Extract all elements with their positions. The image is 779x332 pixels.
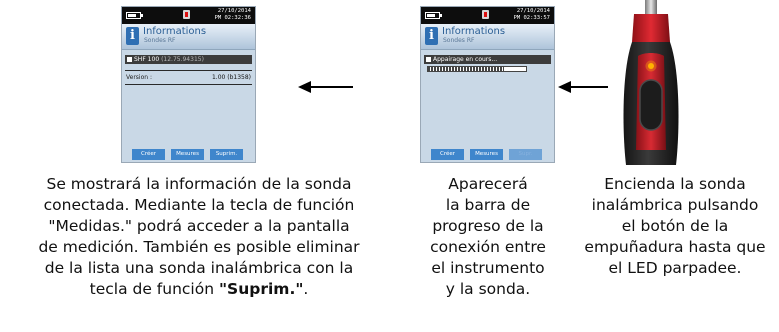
arrow-left-icon [298,81,353,93]
caption-line: de medición. También es posible eliminar [38,238,360,256]
caption-line: conexión entre [430,238,546,256]
caption-text: . [303,280,309,298]
caption-middle: Aparecerá la barra de progreso de la con… [408,174,568,300]
arrow-left-icon [558,81,608,93]
measures-button[interactable]: Mesures [171,149,204,160]
caption-line: Encienda la sonda [604,175,746,193]
divider [125,70,252,71]
battery-icon [425,12,442,19]
measures-button[interactable]: Mesures [470,149,503,160]
title-bar: i Informations Sondes RF [122,24,255,50]
status-bar: 27/10/2014 PM 02:33:57 [421,7,554,24]
datetime: 27/10/2014 PM 02:33:57 [514,8,550,22]
datetime: 27/10/2014 PM 02:32:36 [215,8,251,22]
delete-button[interactable]: Suprim. [210,149,243,160]
pairing-status-row: Appairage en cours... [424,55,551,64]
caption-left: Se mostrará la información de la sonda c… [0,174,398,300]
checkbox-icon [426,57,431,62]
info-icon: i [425,27,438,45]
function-keys: Créer Mesures Suprim. [122,148,255,162]
caption-line: conectada. Mediante la tecla de función [43,196,355,214]
caption-line: Se mostrará la información de la sonda [46,175,352,193]
probe-handle-photo [623,0,679,165]
version-row: Version : 1.00 (b1358) [126,74,251,82]
caption-line: el botón de la [621,217,729,235]
info-screen-probe-details: 27/10/2014 PM 02:32:36 i Informations So… [121,6,256,163]
caption-line: y la sonda. [445,280,531,298]
status-bar: 27/10/2014 PM 02:32:36 [122,7,255,24]
caption-line: de la lista una sonda inalámbrica con la [44,259,354,277]
caption-line: progreso de la [432,217,544,235]
time-text: PM 02:33:57 [513,15,550,21]
create-button[interactable]: Créer [431,149,464,160]
probe-list-item[interactable]: SHF 100 (12.75.94315) [125,55,252,64]
caption-line: empuñadura hasta que [584,238,766,256]
date-text: 27/10/2014 [217,8,251,14]
progress-fill [428,67,505,71]
caption-right: Encienda la sonda inalámbrica pulsando e… [571,174,779,279]
create-button[interactable]: Créer [132,149,165,160]
title-bar: i Informations Sondes RF [421,24,554,50]
probe-name: SHF 100 [134,56,160,63]
date-text: 27/10/2014 [516,8,550,14]
caption-line: el LED parpadee. [608,259,742,277]
plug-icon [183,10,190,19]
time-text: PM 02:32:36 [214,15,251,21]
divider [125,84,252,85]
screen-title: Informations [143,26,207,37]
plug-icon [482,10,489,19]
caption-line: inalámbrica pulsando [591,196,759,214]
caption-line: el instrumento [431,259,545,277]
caption-line: tecla de función "Suprim.". [0,279,398,300]
caption-line: Aparecerá [448,175,528,193]
version-value: 1.00 (b1358) [211,74,251,81]
caption-line: la barra de [445,196,531,214]
version-label: Version : [126,74,152,81]
screen-subtitle: Sondes RF [443,37,475,44]
caption-line: "Medidas." podrá acceder a la pantalla [48,217,350,235]
probe-frequency: (12.75.94315) [161,56,204,63]
pairing-label: Appairage en cours... [433,56,498,63]
pairing-screen: 27/10/2014 PM 02:33:57 i Informations So… [420,6,555,163]
info-icon: i [126,27,139,45]
checkbox-icon[interactable] [127,57,132,62]
caption-key-name: "Suprim." [218,280,304,298]
function-keys: Créer Mesures Supr. [421,148,554,162]
battery-icon [126,12,143,19]
caption-text: tecla de función [89,280,219,298]
screen-title: Informations [442,26,506,37]
screen-subtitle: Sondes RF [144,37,176,44]
pairing-progress-bar [427,66,527,72]
delete-button: Supr. [509,149,542,160]
